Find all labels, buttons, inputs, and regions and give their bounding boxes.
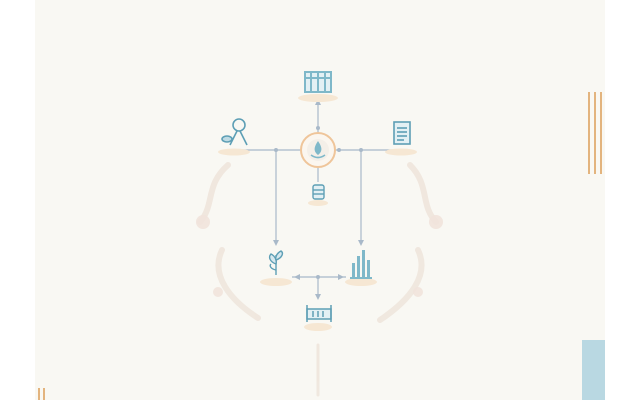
bed-icon[interactable] bbox=[306, 305, 332, 322]
diagram-canvas bbox=[35, 0, 605, 400]
sprout-icon[interactable] bbox=[268, 250, 284, 275]
document-icon[interactable] bbox=[393, 121, 411, 145]
bridge-icon[interactable] bbox=[304, 71, 332, 93]
water-drop-icon[interactable] bbox=[300, 132, 336, 168]
platforms bbox=[218, 94, 417, 331]
accent-block bbox=[582, 340, 605, 400]
tools-icon[interactable] bbox=[221, 118, 248, 146]
bar-chart-icon[interactable] bbox=[350, 250, 372, 279]
connectors bbox=[242, 103, 393, 298]
background-blobs bbox=[196, 215, 443, 297]
accent-lines-right bbox=[588, 92, 604, 174]
jar-icon[interactable] bbox=[312, 184, 325, 200]
accent-lines-left bbox=[38, 388, 48, 400]
